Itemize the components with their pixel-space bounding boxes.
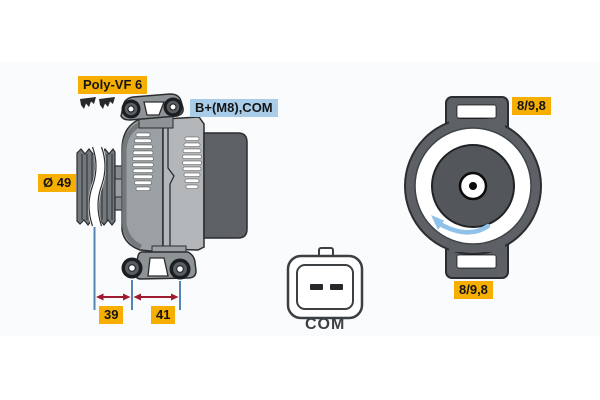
top-mount-label: 8/9,8 [512,97,551,115]
alternator-side-view [76,93,248,310]
dimension-lines [93,227,181,310]
com-connector-diagram [286,247,364,320]
belt-profile-icon [80,97,115,109]
connector-cavity [296,264,354,310]
dimension-41-label: 41 [151,306,176,324]
dimension-arrows [96,293,179,301]
dimension-39-label: 39 [99,306,124,324]
rear-bottom-slot [456,254,497,269]
belt-type-label: Poly-VF 6 [78,76,148,94]
terminal-label: B+(M8),COM [190,99,278,117]
bottom-mounting-lug [121,245,197,280]
bottom-mount-label: 8/9,8 [454,281,493,299]
break-symbol [88,144,106,229]
rotation-direction-arrow-icon [431,215,491,235]
pulley-diameter-label: Ø 49 [38,174,77,192]
top-bolt-eyes [121,97,183,119]
alternator-rear-view [404,96,542,279]
top-mounting-lug [120,93,184,129]
com-connector-label: COM [305,316,346,333]
pulley [76,144,131,229]
rear-cover [203,132,248,239]
rear-top-slot [456,104,497,119]
bottom-bolt-eyes [121,257,191,280]
connector-pins [310,284,343,290]
cooling-vents [132,132,202,191]
